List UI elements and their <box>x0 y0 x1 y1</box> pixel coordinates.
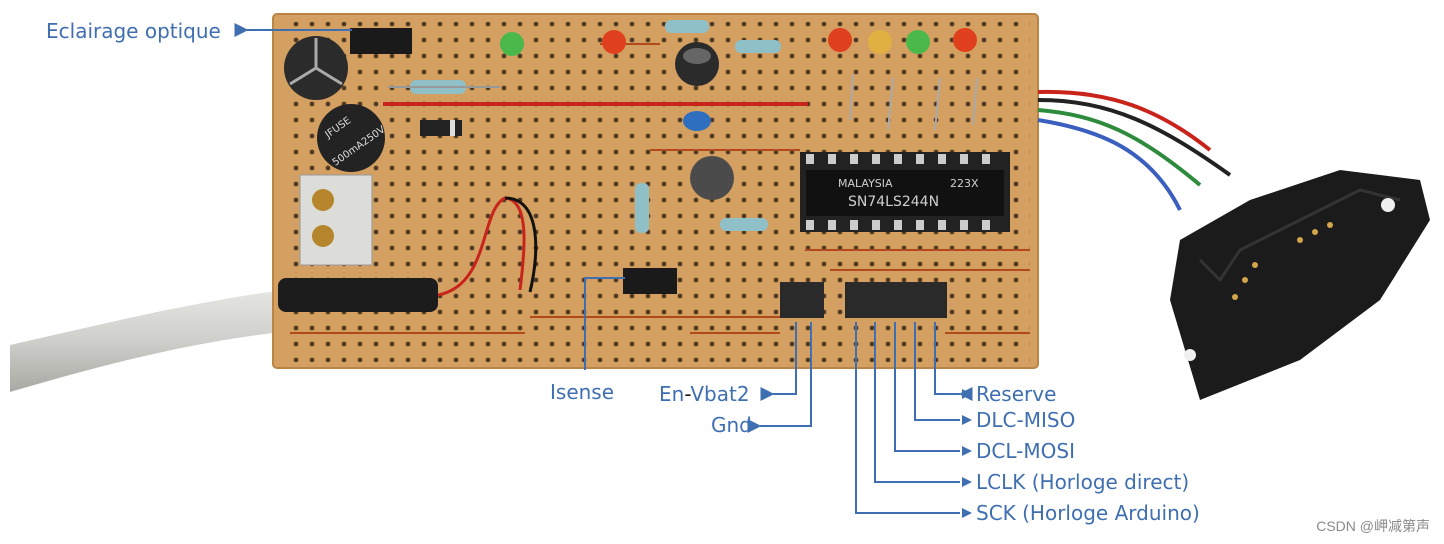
dc-jack <box>278 278 438 312</box>
resistor-icon <box>635 183 649 233</box>
label-dcl-mosi: DCL-MOSI <box>976 439 1075 463</box>
label-isense: Isense <box>550 380 615 404</box>
jumper-block <box>623 268 677 294</box>
resistor-icon <box>665 20 709 33</box>
led-icon <box>906 30 930 54</box>
ic-marking-line1: MALAYSIA <box>838 177 893 190</box>
capacitor-icon <box>683 111 711 131</box>
led-icon <box>953 28 977 52</box>
resistor-icon <box>388 80 500 94</box>
label-en-vbat2-dash: - <box>684 382 691 406</box>
label-en-vbat2: En-Vbat2 <box>659 382 750 406</box>
label-reserve: Reserve <box>976 382 1057 406</box>
led-icon <box>602 30 626 54</box>
label-en-vbat2-suffix: Vbat2 <box>690 382 750 406</box>
ic-marking-line2: 223X <box>950 177 979 190</box>
capacitor-icon <box>675 42 719 86</box>
connector-icon <box>1037 89 1430 400</box>
resistor-icon <box>720 218 768 231</box>
label-lclk: LCLK (Horloge direct) <box>976 470 1190 494</box>
label-eclairage-optique: Eclairage optique <box>46 19 221 43</box>
capacitor-icon <box>284 36 348 100</box>
jumper-block <box>350 28 412 54</box>
diode-component <box>420 120 462 136</box>
gray-cable <box>10 288 300 392</box>
transistor-component <box>690 156 734 200</box>
resistor-icon <box>735 40 781 53</box>
terminal-block <box>299 174 373 266</box>
label-en-vbat2-prefix: En <box>659 382 685 406</box>
watermark: CSDN @岬减第声 <box>1316 518 1430 534</box>
pin-header <box>780 282 947 318</box>
ic-chip-icon: MALAYSIA 223X SN74LS244N <box>800 152 1010 232</box>
led-icon <box>828 28 852 52</box>
label-sck: SCK (Horloge Arduino) <box>976 501 1200 525</box>
ic-marking-line3: SN74LS244N <box>848 194 939 210</box>
led-icon <box>868 30 892 54</box>
label-dlc-miso: DLC-MISO <box>976 408 1076 432</box>
led-icon <box>500 32 524 56</box>
fuse-component: JFUSE 500mA250V <box>317 104 388 172</box>
label-gnd: Gnd <box>711 413 752 437</box>
